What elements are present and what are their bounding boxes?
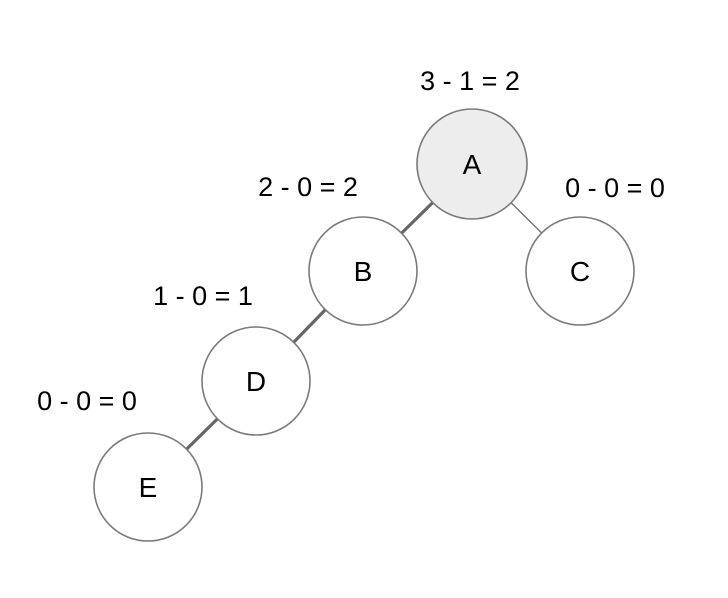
balance-label-B: 2 - 0 = 2 [258, 172, 358, 202]
node-B [308, 216, 418, 326]
node-B-label: B [354, 256, 373, 287]
balance-label-D: 1 - 0 = 1 [153, 281, 253, 311]
node-A [416, 108, 528, 220]
balance-label-E: 0 - 0 = 0 [37, 386, 137, 416]
balance-label-A: 3 - 1 = 2 [420, 66, 520, 96]
node-A-label: A [463, 149, 482, 180]
node-D-label: D [246, 366, 266, 397]
node-E [93, 432, 203, 542]
node-E-label: E [139, 472, 158, 503]
balance-label-C: 0 - 0 = 0 [565, 173, 665, 203]
node-C [525, 216, 635, 326]
node-C-label: C [570, 256, 590, 287]
node-D [201, 326, 311, 436]
